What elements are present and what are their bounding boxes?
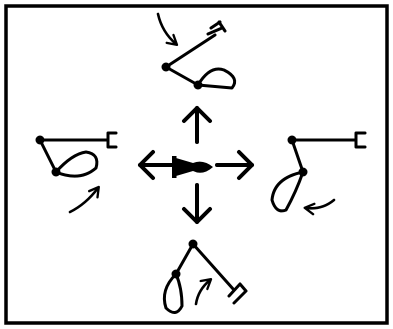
center-control xyxy=(138,106,254,224)
curved-arrow-down-icon xyxy=(156,12,179,47)
pose-top xyxy=(156,12,237,90)
arrow-up-icon xyxy=(182,106,212,144)
excavator-arm-icon xyxy=(164,20,237,90)
excavator-arm-icon xyxy=(162,242,248,314)
pose-left xyxy=(35,131,118,214)
arrow-left-icon xyxy=(138,150,174,180)
horn-icon xyxy=(172,156,213,178)
arrow-right-icon xyxy=(215,150,254,180)
curved-arrow-up-right-icon xyxy=(68,185,100,214)
arrow-down-icon xyxy=(182,183,212,224)
curved-arrow-up-icon xyxy=(194,277,213,306)
curved-arrow-left-icon xyxy=(303,198,336,216)
pose-bottom xyxy=(162,239,248,314)
pose-right xyxy=(270,131,367,216)
excavator-arm-icon xyxy=(38,131,118,178)
excavator-arm-icon xyxy=(270,131,367,213)
